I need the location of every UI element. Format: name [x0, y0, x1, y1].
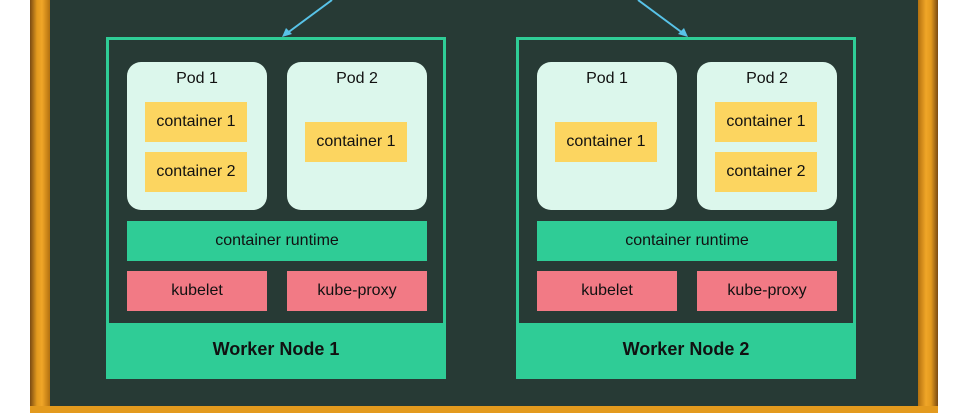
container-box: container 1	[145, 102, 247, 142]
kube-proxy: kube-proxy	[697, 271, 837, 311]
frame-left-border	[30, 0, 50, 413]
container-box: container 2	[715, 152, 817, 192]
node1-pod-1: Pod 1 container 1 container 2	[127, 62, 267, 210]
container-runtime: container runtime	[537, 221, 837, 261]
connector-arrows	[282, 0, 688, 37]
chalkboard: Pod 1 container 1 container 2 Pod 2 cont…	[50, 0, 918, 406]
container-runtime: container runtime	[127, 221, 427, 261]
worker-node-label: Worker Node 2	[519, 323, 853, 376]
container-box: container 1	[305, 122, 407, 162]
arrow-to-node-1	[285, 0, 333, 35]
frame-bottom-border	[30, 406, 938, 413]
pod-title: Pod 2	[746, 70, 788, 87]
worker-node-1: Pod 1 container 1 container 2 Pod 2 cont…	[106, 37, 446, 379]
arrowhead-icon	[282, 28, 292, 37]
node2-pod-1: Pod 1 container 1	[537, 62, 677, 210]
node1-pod-2: Pod 2 container 1	[287, 62, 427, 210]
frame-right-border	[918, 0, 938, 413]
worker-node-label: Worker Node 1	[109, 323, 443, 376]
kube-proxy: kube-proxy	[287, 271, 427, 311]
container-box: container 1	[555, 122, 657, 162]
container-box: container 1	[715, 102, 817, 142]
worker-node-2: Pod 1 container 1 Pod 2 container 1 cont…	[516, 37, 856, 379]
container-box: container 2	[145, 152, 247, 192]
arrow-to-node-2	[637, 0, 685, 35]
pod-title: Pod 2	[336, 70, 378, 87]
node2-pod-2: Pod 2 container 1 container 2	[697, 62, 837, 210]
pod-title: Pod 1	[176, 70, 218, 87]
pod-title: Pod 1	[586, 70, 628, 87]
kubelet: kubelet	[127, 271, 267, 311]
kubelet: kubelet	[537, 271, 677, 311]
arrowhead-icon	[678, 28, 688, 37]
